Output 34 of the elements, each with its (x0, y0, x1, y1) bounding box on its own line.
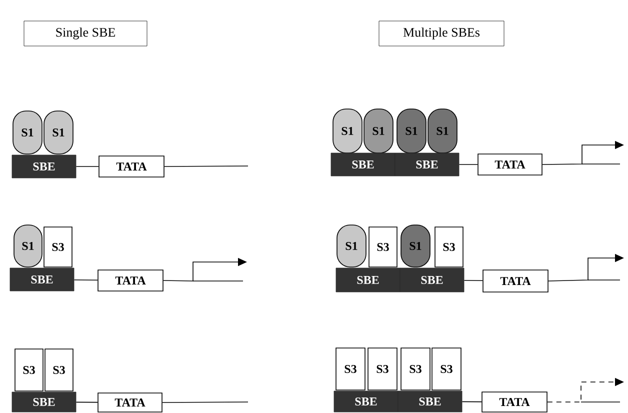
protein-box: S3 (14, 348, 44, 392)
sbe-bar: SBE (10, 268, 74, 292)
protein-box: S3 (400, 348, 430, 390)
protein-box: S3 (368, 226, 398, 268)
protein-box: S3 (336, 348, 366, 390)
protein-box: S3 (44, 348, 74, 392)
title-box: Single SBE (24, 20, 148, 46)
dna-line (76, 402, 98, 403)
dna-line (164, 166, 248, 167)
sbe-bar: SBE (334, 390, 398, 412)
sbe-bar: SBE (12, 154, 76, 178)
protein-box: S3 (44, 226, 72, 268)
sbe-bar: SBE (336, 268, 400, 292)
tata-box: TATA (478, 154, 542, 176)
dna-line (162, 402, 248, 403)
sbe-bar: SBE (400, 268, 464, 292)
tata-box: TATA (482, 392, 548, 412)
dna-line (76, 166, 99, 167)
protein-box: S3 (432, 348, 462, 390)
dna-line (458, 164, 478, 165)
protein-box: S3 (434, 226, 464, 268)
sbe-bar: SBE (12, 392, 76, 412)
tata-box: TATA (482, 270, 548, 292)
sbe-bar: SBE (398, 390, 462, 412)
sbe-bar: SBE (330, 152, 396, 176)
tata-box: TATA (98, 270, 164, 292)
sbe-bar: SBE (394, 152, 460, 176)
title-box: Multiple SBEs (378, 20, 504, 46)
protein-box: S3 (368, 348, 398, 390)
dna-line (74, 279, 98, 281)
dna-line (464, 280, 483, 281)
tata-box: TATA (98, 156, 164, 178)
dna-line (462, 401, 482, 402)
tata-box: TATA (98, 392, 162, 412)
